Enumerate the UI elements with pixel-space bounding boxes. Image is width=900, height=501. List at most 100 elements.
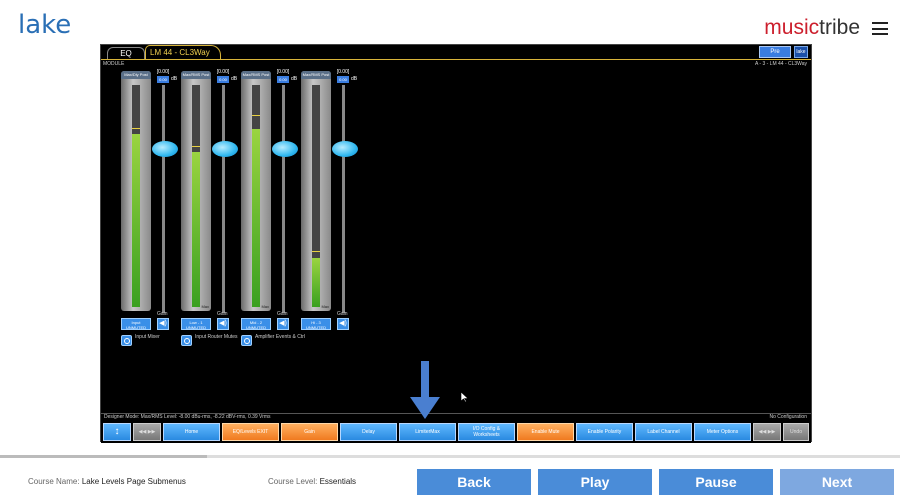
db-label: dB <box>291 76 298 82</box>
toolbar-button-3[interactable]: EQ/Levels EXIT <box>222 423 279 441</box>
meter-peak <box>312 250 320 252</box>
toolbar-button-6[interactable]: LimiterMax <box>399 423 456 441</box>
gain-input[interactable]: 0.00 <box>337 76 349 83</box>
meter-title: Max/RMS Post <box>241 71 271 79</box>
fader-track[interactable] <box>162 85 165 313</box>
gain-value: [0.00] <box>276 69 290 75</box>
module-label: MODULE <box>103 61 125 67</box>
meter-peak <box>252 115 260 117</box>
gain-label: Gain <box>337 311 348 317</box>
submenu-label[interactable]: Amplifier Events & Ctrl <box>255 334 306 340</box>
magnifier-icon[interactable] <box>121 335 132 346</box>
toolbar-button-1[interactable]: ◀◀ ▶▶ <box>133 423 161 441</box>
toolbar-button-4[interactable]: Gain <box>281 423 338 441</box>
gain-value: [0.00] <box>336 69 350 75</box>
meter-title: Max/RMS Post <box>301 71 331 79</box>
toolbar-button-12[interactable]: ◀◀ ▶▶ <box>753 423 781 441</box>
submenu-label[interactable]: Input Router Mutes <box>195 334 238 340</box>
magnifier-icon[interactable] <box>241 335 252 346</box>
status-bar: Designer Mode: Max/RMS Level: -8.00 dBu-… <box>101 413 811 421</box>
gain-fader-knob[interactable] <box>212 141 238 157</box>
toolbar-button-7[interactable]: I/O Config & Worksheets <box>458 423 515 441</box>
meter-track <box>252 85 260 307</box>
gain-label: Gain <box>157 311 168 317</box>
toolbar-button-5[interactable]: Delay <box>340 423 397 441</box>
toolbar-button-13[interactable]: Undo <box>783 423 809 441</box>
toolbar-button-0[interactable]: ↕ <box>103 423 131 441</box>
back-button[interactable]: Back <box>417 469 531 495</box>
gain-fader-knob[interactable] <box>152 141 178 157</box>
meter-max-label: Max <box>321 304 329 309</box>
lake-controller-window: EQ LM 44 - CL3Way Pre lake MODULE A - 3 … <box>100 44 812 443</box>
toolbar-button-2[interactable]: Home <box>163 423 220 441</box>
gain-input[interactable]: 0.00 <box>217 76 229 83</box>
gain-label: Gain <box>277 311 288 317</box>
toolbar-button-8[interactable]: Enable Mute <box>517 423 574 441</box>
tab-bar: EQ LM 44 - CL3Way Pre lake <box>101 45 811 59</box>
meter-fill <box>312 258 320 307</box>
next-button[interactable]: Next <box>780 469 894 495</box>
lake-mini-icon[interactable]: lake <box>794 46 808 58</box>
pre-button[interactable]: Pre <box>759 46 791 58</box>
play-button[interactable]: Play <box>538 469 652 495</box>
course-progress-bar <box>0 455 900 458</box>
speaker-mute-icon[interactable]: ◀) <box>217 318 229 330</box>
fader-track[interactable] <box>222 85 225 313</box>
level-meter: Max/Dly Post <box>121 71 151 311</box>
db-label: dB <box>231 76 238 82</box>
meter-track <box>132 85 140 307</box>
speaker-mute-icon[interactable]: ◀) <box>337 318 349 330</box>
hamburger-menu-icon[interactable] <box>872 22 888 35</box>
toolbar-button-11[interactable]: Meter Options <box>694 423 751 441</box>
speaker-mute-icon[interactable]: ◀) <box>277 318 289 330</box>
module-path: A - 3 - LM 44 - CL3Way <box>754 61 807 67</box>
musictribe-logo: musictribe <box>764 16 860 39</box>
status-level-text: Designer Mode: Max/RMS Level: -8.00 dBu-… <box>104 414 271 420</box>
pause-button[interactable]: Pause <box>659 469 773 495</box>
meter-title: Max/Dly Post <box>121 71 151 79</box>
gain-value: [0.00] <box>156 69 170 75</box>
fader-track[interactable] <box>342 85 345 313</box>
db-label: dB <box>351 76 358 82</box>
meter-track <box>192 85 200 307</box>
toolbar-button-10[interactable]: Label Channel <box>635 423 692 441</box>
db-label: dB <box>171 76 178 82</box>
tab-eq[interactable]: EQ <box>107 47 145 59</box>
meter-max-label: Max <box>261 304 269 309</box>
submenu-label[interactable]: Input Mixer <box>135 334 160 340</box>
speaker-mute-icon[interactable]: ◀) <box>157 318 169 330</box>
magnifier-icon[interactable] <box>181 335 192 346</box>
toolbar-button-9[interactable]: Enable Polarity <box>576 423 633 441</box>
gain-value: [0.00] <box>216 69 230 75</box>
meter-fill <box>132 133 140 307</box>
blue-arrow-annotation-icon <box>410 361 440 419</box>
fader-track[interactable] <box>282 85 285 313</box>
module-bar: MODULE A - 3 - LM 44 - CL3Way <box>101 59 811 67</box>
gain-input[interactable]: 0.00 <box>157 76 169 83</box>
gain-fader-knob[interactable] <box>272 141 298 157</box>
meter-track <box>312 85 320 307</box>
tab-lm44[interactable]: LM 44 - CL3Way <box>145 45 221 59</box>
meter-fill <box>252 129 260 307</box>
meter-fill <box>192 151 200 307</box>
gain-fader-knob[interactable] <box>332 141 358 157</box>
meter-peak <box>192 146 200 148</box>
course-progress-fill <box>0 455 207 458</box>
meter-peak <box>132 128 140 130</box>
lake-logo: lake <box>18 10 72 40</box>
meter-title: Max/RMS Post <box>181 71 211 79</box>
gain-input[interactable]: 0.00 <box>277 76 289 83</box>
